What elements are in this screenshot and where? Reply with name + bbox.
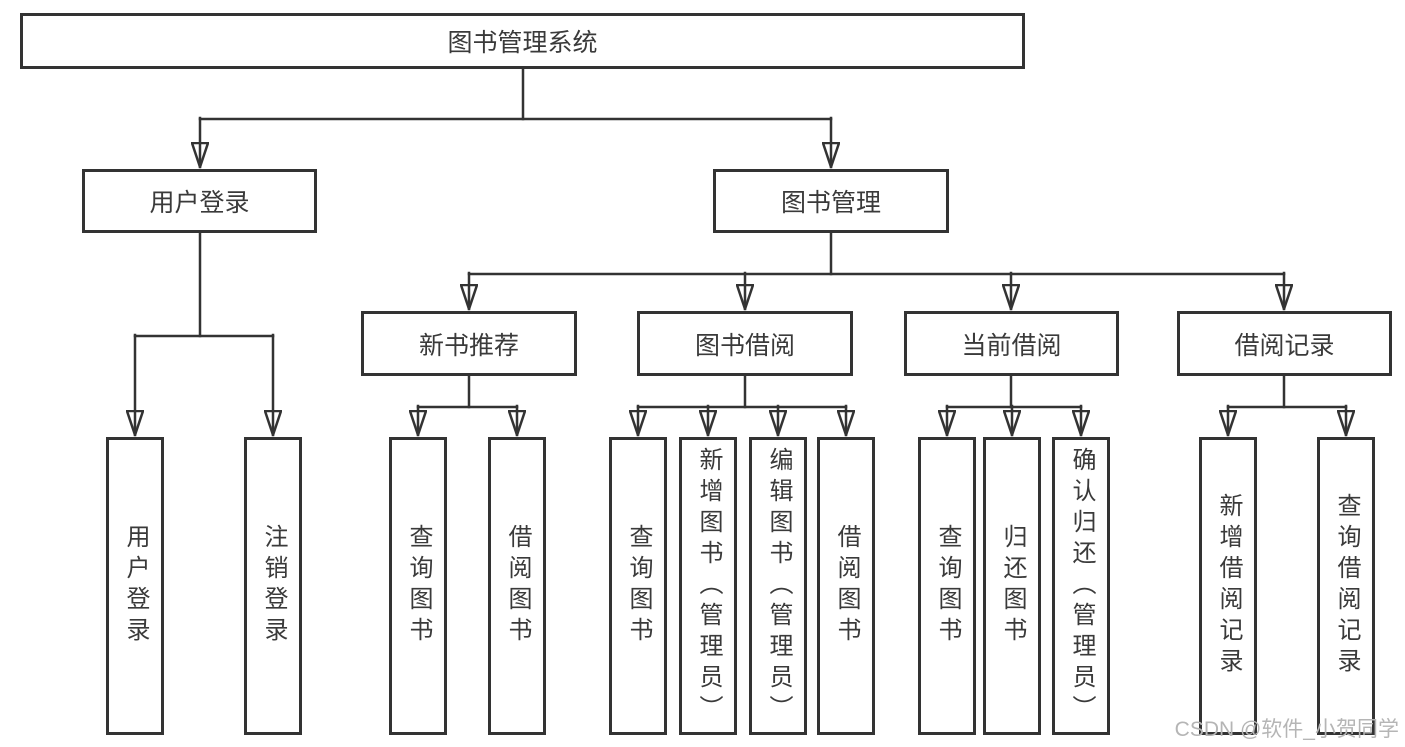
leaf-add-borrow-record: 新增借阅记录: [1199, 437, 1257, 735]
leaf-query-books-recommend: 查询图书: [389, 437, 447, 735]
leaf-logout-login: 注销登录: [244, 437, 302, 735]
node-borrow-records-label: 借阅记录: [1234, 331, 1335, 360]
node-user-login-label: 用户登录: [149, 189, 250, 217]
leaf-user-login: 用户登录: [106, 437, 164, 735]
node-book-management: 图书管理: [713, 169, 949, 233]
leaf-confirm-return-admin: 确认归还（管理员）: [1052, 437, 1110, 735]
node-root-label: 图书管理系统: [447, 29, 598, 57]
node-current-borrow-label: 当前借阅: [961, 331, 1062, 360]
leaf-edit-book-admin: 编辑图书（管理员）: [749, 437, 807, 735]
leaf-return-book: 归还图书: [983, 437, 1041, 735]
node-root: 图书管理系统: [20, 13, 1025, 69]
node-book-management-label: 图书管理: [780, 189, 881, 217]
node-book-borrow-label: 图书借阅: [694, 331, 795, 360]
leaf-query-books-borrow: 查询图书: [609, 437, 667, 735]
node-book-borrow: 图书借阅: [637, 311, 853, 376]
node-user-login: 用户登录: [82, 169, 317, 233]
leaf-add-book-admin: 新增图书（管理员）: [679, 437, 737, 735]
leaf-query-books-current: 查询图书: [918, 437, 976, 735]
leaf-query-borrow-record: 查询借阅记录: [1317, 437, 1375, 735]
leaf-borrow-books-recommend: 借阅图书: [488, 437, 546, 735]
node-new-book-recommend-label: 新书推荐: [418, 331, 519, 360]
node-new-book-recommend: 新书推荐: [361, 311, 577, 376]
csdn-watermark: CSDN @软件_小贺同学: [1174, 718, 1399, 741]
leaf-borrow-books: 借阅图书: [817, 437, 875, 735]
node-current-borrow: 当前借阅: [904, 311, 1119, 376]
node-borrow-records: 借阅记录: [1177, 311, 1392, 376]
